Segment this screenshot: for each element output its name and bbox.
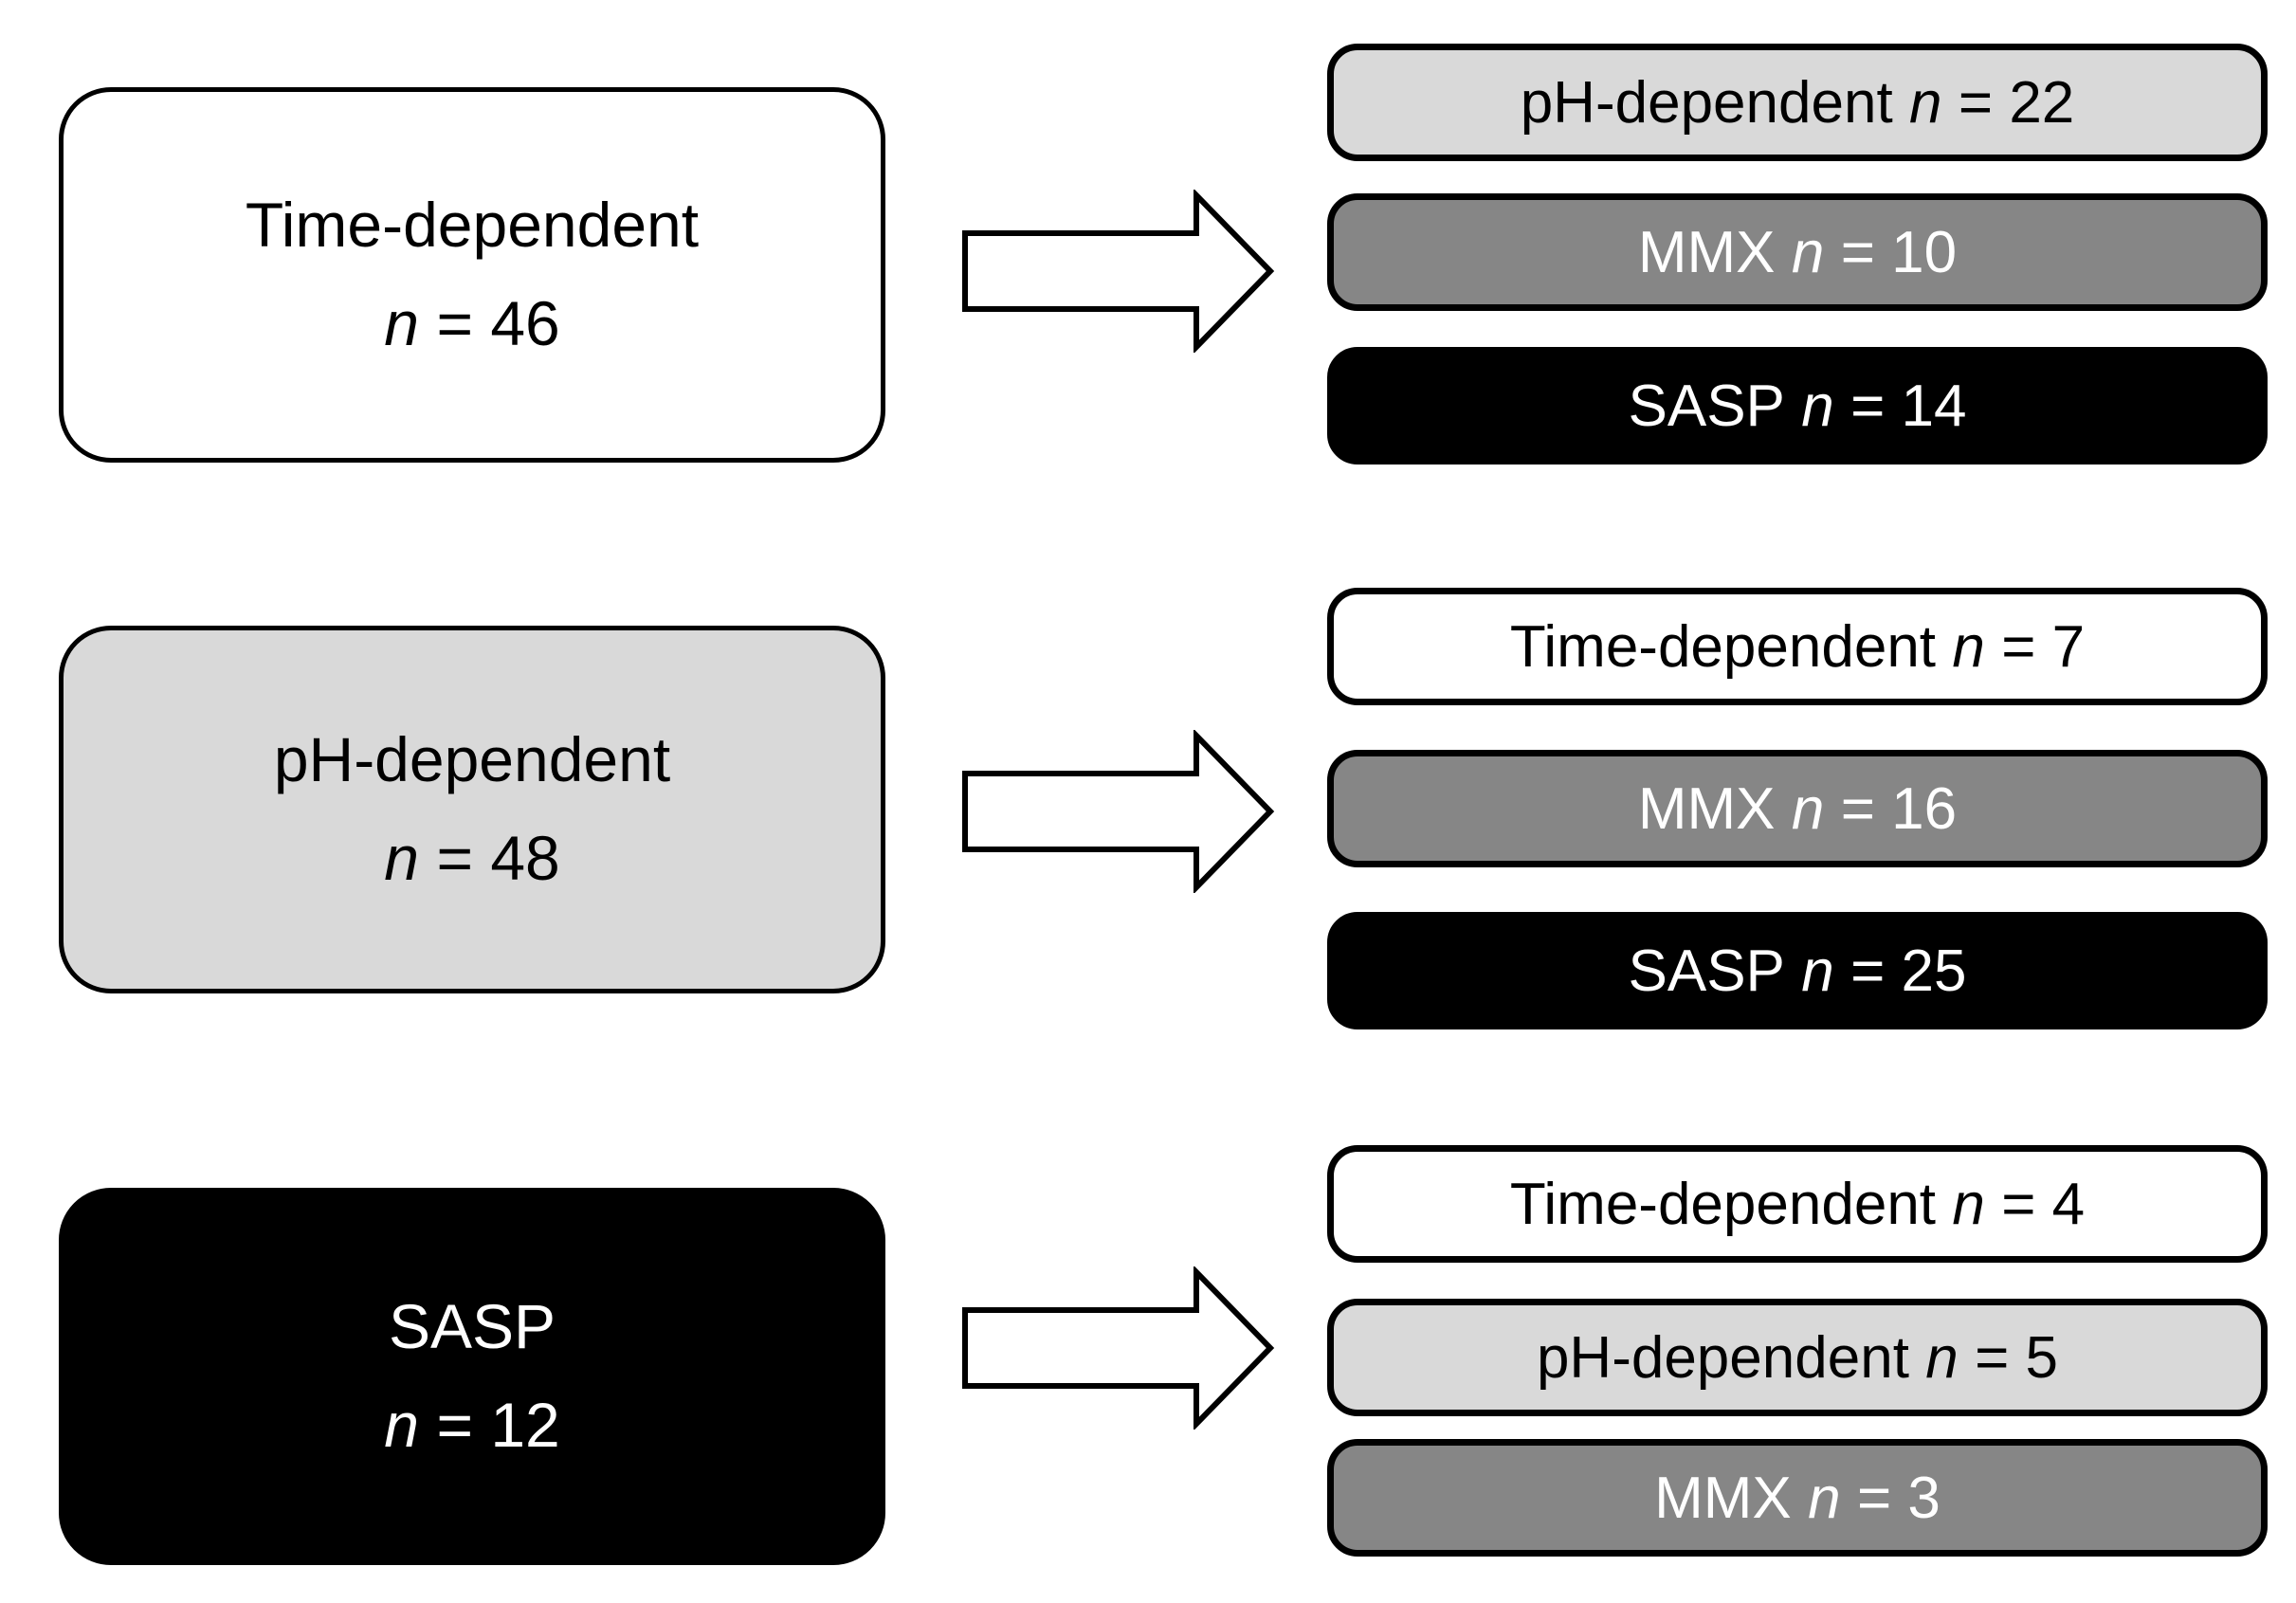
source-box-ph-dependent: pH-dependent n= 48 <box>59 626 885 993</box>
n-count: = 3 <box>1856 1465 1941 1531</box>
box-label: pH-dependent <box>1536 1324 1909 1391</box>
n-symbol: n <box>1801 938 1834 1004</box>
box-label: MMX <box>1654 1465 1792 1531</box>
box-count-line: n= 12 <box>384 1385 559 1466</box>
n-symbol: n <box>1791 219 1825 285</box>
box-label: Time-dependent <box>1509 1171 1937 1237</box>
block-arrow-icon <box>962 730 1275 893</box>
n-symbol: n <box>1925 1324 1959 1391</box>
n-count: = 46 <box>436 288 560 358</box>
n-symbol: n <box>1952 1171 1985 1237</box>
source-box-sasp: SASP n= 12 <box>59 1188 885 1565</box>
block-arrow-icon <box>962 1266 1275 1430</box>
n-count: = 14 <box>1850 373 1967 439</box>
n-symbol: n <box>384 1390 419 1460</box>
n-count: = 48 <box>436 823 560 893</box>
box-label: SASP <box>388 1291 556 1362</box>
box-label: pH-dependent <box>273 724 671 795</box>
n-count: = 25 <box>1850 938 1967 1004</box>
n-symbol: n <box>1808 1465 1841 1531</box>
n-symbol: n <box>1801 373 1834 439</box>
n-count: = 16 <box>1840 775 1958 842</box>
n-symbol: n <box>1909 69 1942 136</box>
box-label: SASP <box>1628 373 1785 439</box>
n-count: = 5 <box>1975 1324 2059 1391</box>
box-label: Time-dependent <box>245 190 700 261</box>
box-count-line: n= 46 <box>384 283 559 365</box>
source-box-time-dependent: Time-dependent n= 46 <box>59 87 885 463</box>
n-count: = 12 <box>436 1390 560 1460</box>
box-label: Time-dependent <box>1509 613 1937 680</box>
n-count: = 22 <box>1958 69 2075 136</box>
n-count: = 10 <box>1840 219 1958 285</box>
box-label: MMX <box>1637 219 1776 285</box>
n-count: = 4 <box>2001 1171 2086 1237</box>
box-count-line: n= 48 <box>384 818 559 900</box>
box-label: pH-dependent <box>1520 69 1893 136</box>
n-symbol: n <box>1952 613 1985 680</box>
box-label: SASP <box>1628 938 1785 1004</box>
n-symbol: n <box>384 823 419 893</box>
n-symbol: n <box>384 288 419 358</box>
box-label: MMX <box>1637 775 1776 842</box>
n-symbol: n <box>1791 775 1825 842</box>
block-arrow-icon <box>962 190 1275 353</box>
n-count: = 7 <box>2001 613 2086 680</box>
